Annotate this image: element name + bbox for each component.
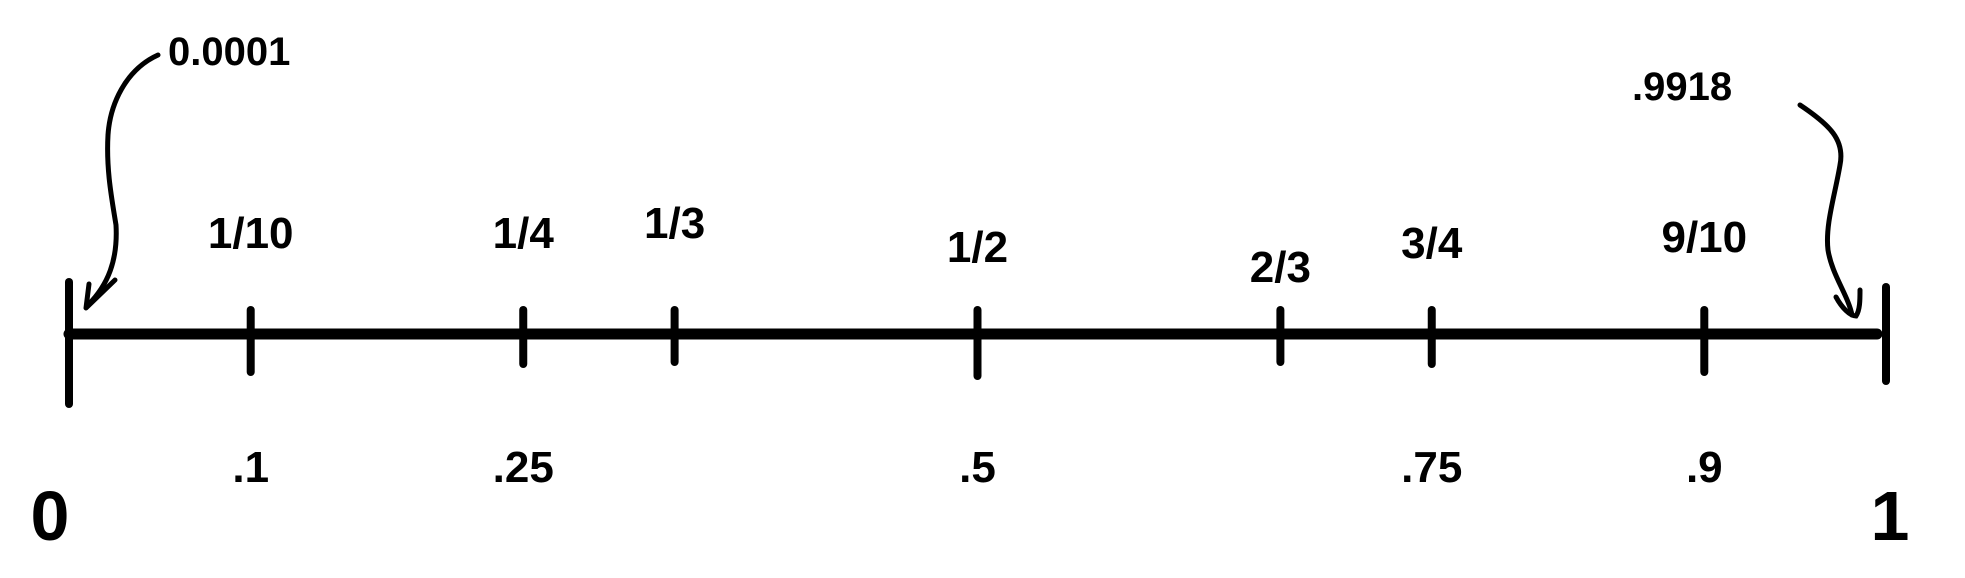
right-arrowhead-icon	[1833, 287, 1863, 319]
left-annotation-arrow	[85, 52, 161, 308]
decimal-label: .25	[493, 443, 554, 492]
decimal-label: .9	[1686, 443, 1723, 492]
left-annotation-label: 0.0001	[168, 30, 290, 74]
right-annotation-label: .9918	[1632, 65, 1732, 109]
start-label: 0	[31, 477, 70, 555]
fraction-label: 1/3	[644, 199, 705, 248]
fraction-label: 1/4	[493, 209, 555, 258]
left-arrowhead-icon	[83, 277, 118, 311]
fraction-label: 1/2	[947, 223, 1008, 272]
fraction-label: 3/4	[1401, 219, 1463, 268]
fraction-label: 1/10	[208, 209, 294, 258]
tick-group: 1/10 .1 1/4 .25 1/3 1/2 .5 2/3 3/4 .75 9/10 .9	[208, 199, 1747, 492]
decimal-label: .1	[232, 443, 269, 492]
decimal-label: .75	[1401, 443, 1462, 492]
decimal-label: .5	[959, 443, 996, 492]
end-label: 1	[1871, 477, 1910, 555]
right-annotation-arrow	[1797, 102, 1855, 318]
fraction-label: 9/10	[1661, 213, 1747, 262]
fraction-label: 2/3	[1250, 243, 1311, 292]
